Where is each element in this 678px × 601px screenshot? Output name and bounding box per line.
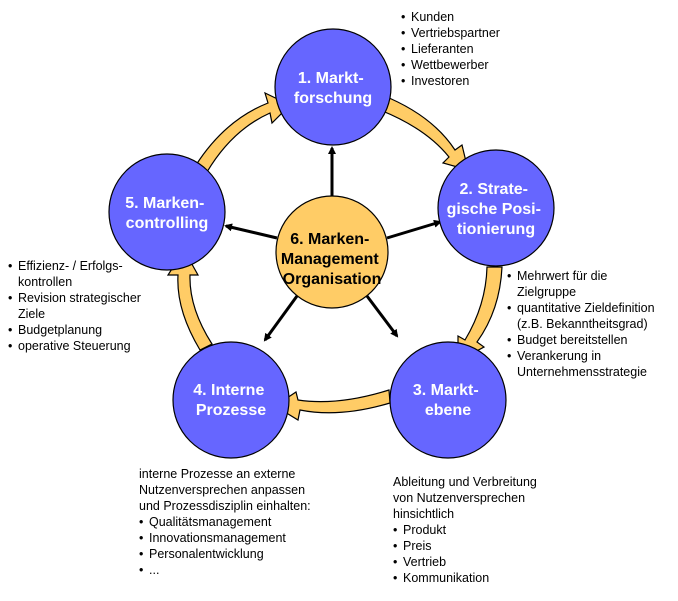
- cycle-arrow-1-to-2: [374, 94, 469, 171]
- note-item: Lieferanten: [401, 41, 500, 57]
- center-label-line3: Organisation: [283, 271, 382, 288]
- spoke-to-node-5: [224, 223, 278, 240]
- node-1-marktforschung: 1. Markt- forschung: [274, 28, 392, 146]
- note-intro-line: Ableitung und Verbreitung: [393, 475, 537, 489]
- note-intro-line: hinsichtlich: [393, 507, 455, 521]
- note-intro-line: von Nutzenversprechen: [393, 491, 526, 505]
- node-2-label-line2: gische Posi-: [447, 201, 541, 218]
- note-item: Vertriebspartner: [401, 25, 500, 41]
- spoke-to-node-4: [263, 295, 299, 342]
- note-item: Produkt: [393, 522, 537, 538]
- note-item: Vertrieb: [393, 554, 537, 570]
- cycle-arrow-5-to-1: [195, 91, 292, 173]
- node-1-label-line1: 1. Markt-: [298, 70, 364, 87]
- cycle-arrows: [166, 91, 503, 421]
- note-prozesse: interne Prozesse an externe Nutzenverspr…: [139, 466, 311, 578]
- center-node-management-organisation: 6. Marken- Management Organisation: [275, 195, 389, 309]
- node-4-label-line2: Prozesse: [196, 402, 266, 419]
- spokes: [224, 146, 442, 342]
- node-5-markencontrolling: 5. Marken- controlling: [108, 153, 226, 271]
- note-item: Qualitätsmanagement: [139, 514, 311, 530]
- note-item: Personalentwicklung: [139, 546, 311, 562]
- node-4-label-line1: 4. Interne: [193, 382, 264, 399]
- note-item: Wettbewerber: [401, 57, 500, 73]
- spoke-to-node-3: [365, 295, 399, 338]
- svg-text:5. Marken- controlling: 5. Marken- controlling: [125, 195, 209, 232]
- note-intro-line: und Prozessdisziplin einhalten:: [139, 499, 311, 513]
- svg-text:6. Marken- Management: 6. Marken- Management Organisation: [281, 231, 383, 288]
- note-item: Kunden: [401, 9, 500, 25]
- note-intro-line: Nutzenversprechen anpassen: [139, 483, 306, 497]
- svg-text:1. Markt- forschung: 1. Markt- forschung: [294, 70, 372, 107]
- spoke-to-node-2: [386, 219, 442, 240]
- note-intro-line: interne Prozesse an externe: [139, 467, 296, 481]
- note-item: Investoren: [401, 73, 500, 89]
- node-4-interne-prozesse: 4. Interne Prozesse: [172, 341, 290, 459]
- note-marktebene: Ableitung und Verbreitung von Nutzenvers…: [393, 474, 537, 586]
- node-3-marktebene: 3. Markt- ebene: [389, 341, 507, 459]
- node-2-label-line3: tionierung: [457, 221, 535, 238]
- note-item: Kommunikation: [393, 570, 537, 586]
- note-item: operative Steuerung: [8, 338, 141, 354]
- note-controlling: Effizienz- / Erfolgs-kontrollen Revision…: [8, 258, 141, 354]
- node-2-label-line1: 2. Strate-: [460, 181, 528, 198]
- note-item: Preis: [393, 538, 537, 554]
- svg-text:2. Strate- gische Posi-: 2. Strate- gische Posi- tionierung: [447, 181, 546, 238]
- node-2-positionierung: 2. Strate- gische Posi- tionierung: [437, 149, 555, 267]
- note-item: Budgetplanung: [8, 322, 141, 338]
- node-1-label-line2: forschung: [294, 90, 372, 107]
- svg-text:3. Markt- ebene: 3. Markt- ebene: [413, 382, 483, 419]
- note-item: Innovationsmanagement: [139, 530, 311, 546]
- node-5-label-line2: controlling: [126, 215, 209, 232]
- note-item: quantitative Zieldefinition(z.B. Bekannt…: [507, 300, 655, 332]
- center-label-line1: 6. Marken-: [290, 231, 369, 248]
- node-3-label-line2: ebene: [425, 402, 471, 419]
- cycle-arrow-3-to-4: [273, 389, 391, 421]
- note-item: ...: [139, 562, 311, 578]
- note-item: Budget bereitstellen: [507, 332, 655, 348]
- node-3-label-line1: 3. Markt-: [413, 382, 479, 399]
- svg-text:4. Interne Prozesse: 4. Interne Prozesse: [193, 382, 269, 419]
- note-marktforschung: Kunden Vertriebspartner Lieferanten Wett…: [401, 9, 500, 89]
- node-5-label-line1: 5. Marken-: [125, 195, 204, 212]
- center-label-line2: Management: [281, 251, 379, 268]
- note-item: Effizienz- / Erfolgs-kontrollen: [8, 258, 141, 290]
